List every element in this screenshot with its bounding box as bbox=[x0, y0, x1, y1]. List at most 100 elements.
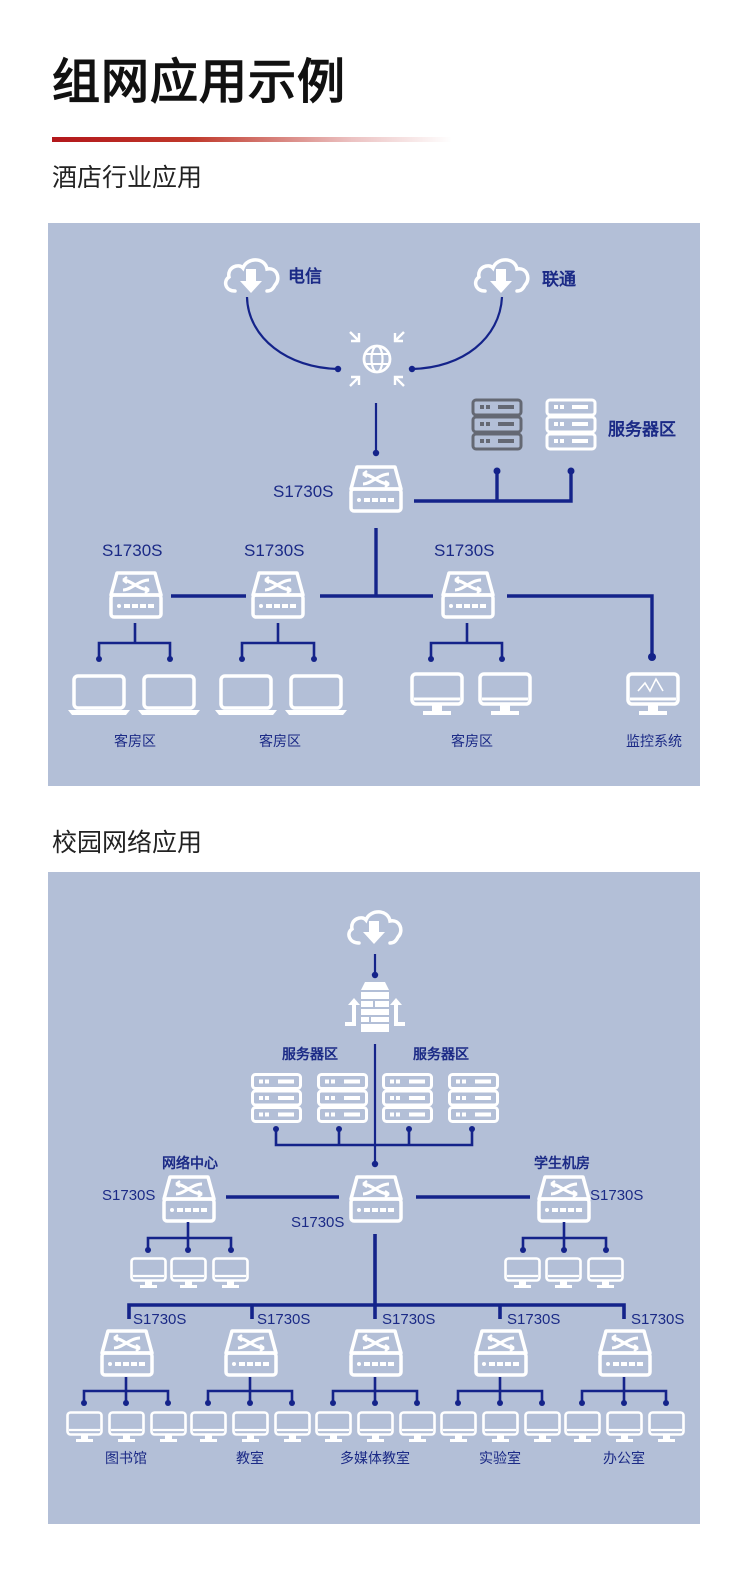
access-switch-label: S1730S bbox=[133, 1311, 186, 1328]
desktop-monitor-icon bbox=[274, 1411, 311, 1444]
access-switch-icon bbox=[349, 1329, 403, 1377]
desktop-monitor-icon bbox=[564, 1411, 601, 1444]
link-node bbox=[371, 1160, 379, 1168]
server-rack-icon bbox=[382, 1073, 433, 1123]
access-switch-label: S1730S bbox=[382, 1311, 435, 1328]
group-label-student-lab: 学生机房 bbox=[534, 1155, 590, 1171]
laptop-icon bbox=[136, 674, 202, 717]
link-node bbox=[81, 1400, 87, 1406]
link-node bbox=[414, 1400, 420, 1406]
link-node bbox=[408, 365, 416, 373]
desktop-monitor-icon bbox=[190, 1411, 227, 1444]
access-switch-icon bbox=[100, 1329, 154, 1377]
access-switch-label: S1730S bbox=[631, 1311, 684, 1328]
campus-diagram-canvas: 服务器区 服务器区 S1730S 网络中心 S1730S 学生机房 S1730S bbox=[66, 910, 685, 1466]
section-title-campus: 校园网络应用 bbox=[52, 828, 203, 857]
link-node bbox=[205, 1400, 211, 1406]
monitoring-screen-icon bbox=[626, 672, 680, 717]
link-node bbox=[371, 971, 379, 979]
link-core-servers bbox=[414, 471, 573, 503]
desktop-monitor-icon bbox=[504, 1257, 541, 1290]
desktop-monitor-icon bbox=[150, 1411, 187, 1444]
link-node bbox=[567, 467, 575, 475]
access-switch-icon bbox=[598, 1329, 652, 1377]
link-node bbox=[372, 1400, 378, 1406]
desktop-monitor-icon bbox=[410, 672, 464, 717]
link-node bbox=[579, 1400, 585, 1406]
desktop-monitor-icon bbox=[66, 1411, 103, 1444]
access-switch-icon bbox=[441, 571, 495, 619]
access-switch-label: S1730S bbox=[507, 1311, 560, 1328]
link-node bbox=[334, 365, 342, 373]
link-fanout bbox=[206, 1377, 294, 1403]
hotel-diagram-canvas: 电信 联通 S1730S 服务器区 bbox=[66, 258, 682, 749]
link-node bbox=[621, 1400, 627, 1406]
server-zone-label: 服务器区 bbox=[608, 419, 676, 439]
link-node bbox=[123, 1400, 129, 1406]
server-zone-label: 服务器区 bbox=[413, 1046, 469, 1062]
access-switch-label: S1730S bbox=[102, 541, 163, 560]
server-zone-label: 服务器区 bbox=[282, 1046, 338, 1062]
title-accent-bar bbox=[52, 137, 452, 142]
laptop-icon bbox=[283, 674, 349, 717]
network-center-switch-icon bbox=[162, 1175, 216, 1223]
link-fanout bbox=[82, 1377, 170, 1403]
server-rack-icon bbox=[545, 398, 597, 451]
link-node bbox=[372, 449, 380, 457]
internet-cloud-icon bbox=[347, 910, 403, 945]
access-switch-label: S1730S bbox=[244, 541, 305, 560]
student-lab-switch-icon bbox=[537, 1175, 591, 1223]
switch-label: S1730S bbox=[102, 1187, 155, 1204]
link-switch-3-monitoring bbox=[507, 594, 654, 655]
laptop-icon bbox=[213, 674, 279, 717]
isp-cloud-telecom-icon bbox=[223, 258, 280, 295]
core-switch-label: S1730S bbox=[273, 482, 334, 501]
campus-network-diagram: 服务器区 服务器区 S1730S 网络中心 S1730S 学生机房 S1730S bbox=[48, 872, 700, 1524]
link-node bbox=[247, 1400, 253, 1406]
link-node bbox=[289, 1400, 295, 1406]
core-switch-icon bbox=[349, 1175, 403, 1223]
desktop-monitor-icon bbox=[399, 1411, 436, 1444]
desktop-monitor-icon bbox=[606, 1411, 643, 1444]
internet-globe-icon bbox=[349, 331, 405, 387]
access-row: S1730S图书馆S1730S教室S1730S多媒体教室S1730S实验室S17… bbox=[66, 1311, 685, 1466]
desktop-monitor-icon bbox=[130, 1257, 167, 1290]
zone-label: 监控系统 bbox=[626, 733, 682, 749]
access-switch-icon bbox=[109, 571, 163, 619]
isp-label-unicom: 联通 bbox=[542, 270, 576, 289]
desktop-monitor-icon bbox=[545, 1257, 582, 1290]
isp-cloud-unicom-icon bbox=[473, 258, 530, 295]
link-fanout bbox=[521, 1222, 608, 1250]
access-group: S1730S 多媒体教室 bbox=[315, 1311, 436, 1466]
link-fanout bbox=[240, 623, 316, 659]
desktop-monitor-icon bbox=[648, 1411, 685, 1444]
access-group: S1730S 图书馆 bbox=[66, 1311, 187, 1466]
firewall-icon bbox=[345, 982, 405, 1032]
laptop-icon bbox=[66, 674, 132, 717]
link-node bbox=[539, 1400, 545, 1406]
link-node bbox=[648, 653, 656, 661]
zone-label: 多媒体教室 bbox=[340, 1450, 410, 1466]
zone-label: 客房区 bbox=[114, 733, 156, 749]
core-switch-icon bbox=[349, 465, 403, 513]
zone-label: 图书馆 bbox=[105, 1450, 147, 1466]
link-node bbox=[455, 1400, 461, 1406]
link-node bbox=[663, 1400, 669, 1406]
link-node bbox=[493, 467, 501, 475]
server-rack-icon bbox=[317, 1073, 368, 1123]
desktop-monitor-icon bbox=[232, 1411, 269, 1444]
link-node bbox=[497, 1400, 503, 1406]
page-title: 组网应用示例 bbox=[52, 54, 347, 110]
link-fanout bbox=[97, 623, 172, 659]
server-rack-icon bbox=[448, 1073, 499, 1123]
desktop-monitor-icon bbox=[524, 1411, 561, 1444]
desktop-monitor-icon bbox=[482, 1411, 519, 1444]
link-fanout bbox=[580, 1377, 668, 1403]
switch-label: S1730S bbox=[590, 1187, 643, 1204]
access-switch-label: S1730S bbox=[434, 541, 495, 560]
link-telecom-internet bbox=[245, 296, 339, 371]
link-unicom-internet bbox=[411, 296, 504, 371]
section-title-hotel: 酒店行业应用 bbox=[52, 163, 203, 192]
